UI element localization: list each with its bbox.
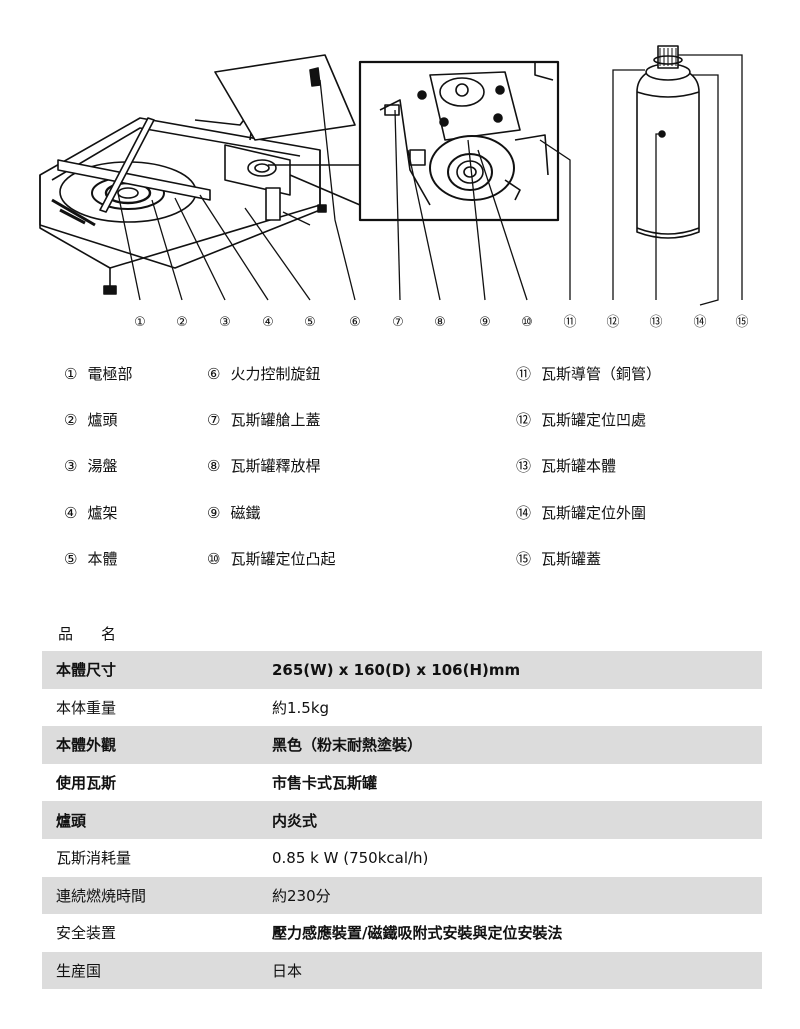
marker-2: ②	[176, 315, 188, 330]
spec-key: 爐頭	[56, 811, 87, 830]
detail-inset-drawing	[358, 60, 560, 222]
part-label: 電極部	[87, 365, 133, 383]
part-number: ⑥	[207, 364, 221, 383]
part-item: ⑥ 火力控制旋鈕	[207, 363, 320, 384]
spec-key: 連続燃焼時間	[56, 886, 147, 905]
spec-key: 安全装置	[56, 924, 117, 943]
part-item: ⑭ 瓦斯罐定位外圍	[516, 502, 646, 523]
spec-table: 本體尺寸 265(W) x 160(D) x 106(H)mm 本体重量 約1.…	[42, 651, 762, 990]
part-label: 瓦斯罐本體	[541, 457, 617, 475]
part-item: ② 爐頭	[64, 409, 117, 430]
part-item: ① 電極部	[64, 363, 132, 384]
spec-value: 内炎式	[272, 811, 318, 830]
table-row: 生産国 日本	[42, 951, 762, 990]
marker-8: ⑧	[434, 315, 446, 330]
part-number: ②	[64, 410, 78, 429]
spec-key: 使用瓦斯	[56, 774, 117, 793]
spec-value: 265(W) x 160(D) x 106(H)mm	[272, 660, 521, 679]
parts-legend: ① 電極部 ② 爐頭 ③ 湯盤 ④ 爐架 ⑤ 本體 ⑥ 火力控制旋鈕 ⑦ 瓦斯罐…	[0, 355, 800, 595]
marker-5: ⑤	[304, 315, 316, 330]
spec-value: 約1.5kg	[272, 698, 330, 717]
part-label: 瓦斯導管（銅管）	[541, 365, 662, 383]
part-item: ⑮ 瓦斯罐蓋	[516, 548, 601, 569]
gas-canister-drawing	[636, 45, 700, 239]
marker-6: ⑥	[349, 315, 361, 330]
part-label: 瓦斯罐釋放桿	[230, 457, 321, 475]
part-label: 湯盤	[87, 457, 118, 475]
spec-value: 黑色（粉末耐熱塗裝）	[272, 736, 423, 755]
part-label: 瓦斯罐蓋	[541, 550, 602, 568]
product-diagram: ① ② ③ ④ ⑤ ⑥ ⑦ ⑧ ⑨ ⑩ ⑪ ⑫ ⑬ ⑭ ⑮	[39, 45, 749, 330]
part-item: ⑫ 瓦斯罐定位凹處	[516, 409, 646, 430]
spec-key: 本體尺寸	[56, 661, 117, 680]
marker-13: ⑬	[649, 315, 662, 330]
table-row: 本體尺寸 265(W) x 160(D) x 106(H)mm	[42, 651, 762, 689]
spec-value: 0.85 k W (750kcal/h)	[272, 848, 429, 867]
diagram-markers: ① ② ③ ④ ⑤ ⑥ ⑦ ⑧ ⑨ ⑩ ⑪ ⑫ ⑬ ⑭ ⑮	[134, 315, 748, 330]
table-row: 本体重量 約1.5kg	[42, 689, 762, 727]
spec-value: 市售卡式瓦斯罐	[272, 774, 378, 793]
spec-value: 壓力感應裝置/磁鐵吸附式安裝與定位安裝法	[272, 924, 563, 943]
part-label: 瓦斯罐定位凹處	[541, 411, 647, 429]
part-label: 爐頭	[87, 411, 118, 429]
part-item: ⑤ 本體	[64, 548, 117, 569]
marker-4: ④	[262, 315, 274, 330]
part-item: ⑩ 瓦斯罐定位凸起	[207, 548, 335, 569]
spec-key: 本体重量	[56, 698, 117, 717]
marker-11: ⑪	[563, 315, 576, 330]
spec-value: 日本	[272, 962, 303, 981]
table-row: 連続燃焼時間 約230分	[42, 876, 762, 915]
part-number: ⑧	[207, 456, 221, 475]
spec-key: 生産国	[56, 962, 102, 981]
marker-9: ⑨	[479, 315, 491, 330]
part-item: ⑨ 磁鐵	[207, 502, 260, 523]
part-item: ⑪ 瓦斯導管（銅管）	[516, 363, 661, 384]
spec-key: 本體外觀	[56, 736, 117, 755]
part-item: ⑧ 瓦斯罐釋放桿	[207, 455, 320, 476]
part-item: ③ 湯盤	[64, 455, 117, 476]
part-label: 瓦斯罐定位外圍	[541, 504, 647, 522]
part-number: ⑭	[516, 504, 532, 522]
part-number: ⑬	[516, 457, 532, 475]
part-number: ⑫	[516, 411, 532, 429]
part-label: 瓦斯罐艙上蓋	[230, 411, 321, 429]
table-row: 安全装置 壓力感應裝置/磁鐵吸附式安裝與定位安裝法	[42, 914, 762, 952]
table-row: 使用瓦斯 市售卡式瓦斯罐	[42, 764, 762, 802]
table-row: 爐頭 内炎式	[42, 801, 762, 839]
part-number: ⑮	[516, 550, 532, 568]
part-number: ⑦	[207, 410, 221, 429]
marker-1: ①	[134, 315, 146, 330]
part-number: ④	[64, 503, 78, 522]
stove-body-drawing	[39, 104, 327, 295]
part-number: ⑪	[516, 365, 532, 383]
part-label: 磁鐵	[230, 504, 261, 522]
spec-title: 品名	[58, 625, 145, 643]
spec-key: 瓦斯消耗量	[56, 849, 132, 868]
part-number: ⑤	[64, 549, 78, 568]
marker-12: ⑫	[606, 315, 619, 330]
part-number: ③	[64, 456, 78, 475]
marker-10: ⑩	[521, 315, 533, 330]
spec-value: 約230分	[272, 886, 331, 905]
part-label: 本體	[87, 550, 118, 568]
part-item: ⑦ 瓦斯罐艙上蓋	[207, 409, 320, 430]
part-number: ⑩	[207, 549, 221, 568]
part-number: ⑨	[207, 503, 221, 522]
part-label: 爐架	[87, 504, 118, 522]
marker-3: ③	[219, 315, 231, 330]
table-row: 瓦斯消耗量 0.85 k W (750kcal/h)	[42, 839, 762, 877]
leader-lines	[117, 54, 743, 306]
marker-15: ⑮	[735, 315, 748, 330]
part-number: ①	[64, 364, 78, 383]
marker-14: ⑭	[693, 315, 706, 330]
part-item: ④ 爐架	[64, 502, 117, 523]
part-item: ⑬ 瓦斯罐本體	[516, 455, 616, 476]
cartridge-lid-drawing	[214, 54, 356, 141]
marker-7: ⑦	[392, 315, 404, 330]
table-row: 本體外觀 黑色（粉末耐熱塗裝）	[42, 726, 762, 764]
part-label: 火力控制旋鈕	[230, 365, 321, 383]
part-label: 瓦斯罐定位凸起	[230, 550, 336, 568]
